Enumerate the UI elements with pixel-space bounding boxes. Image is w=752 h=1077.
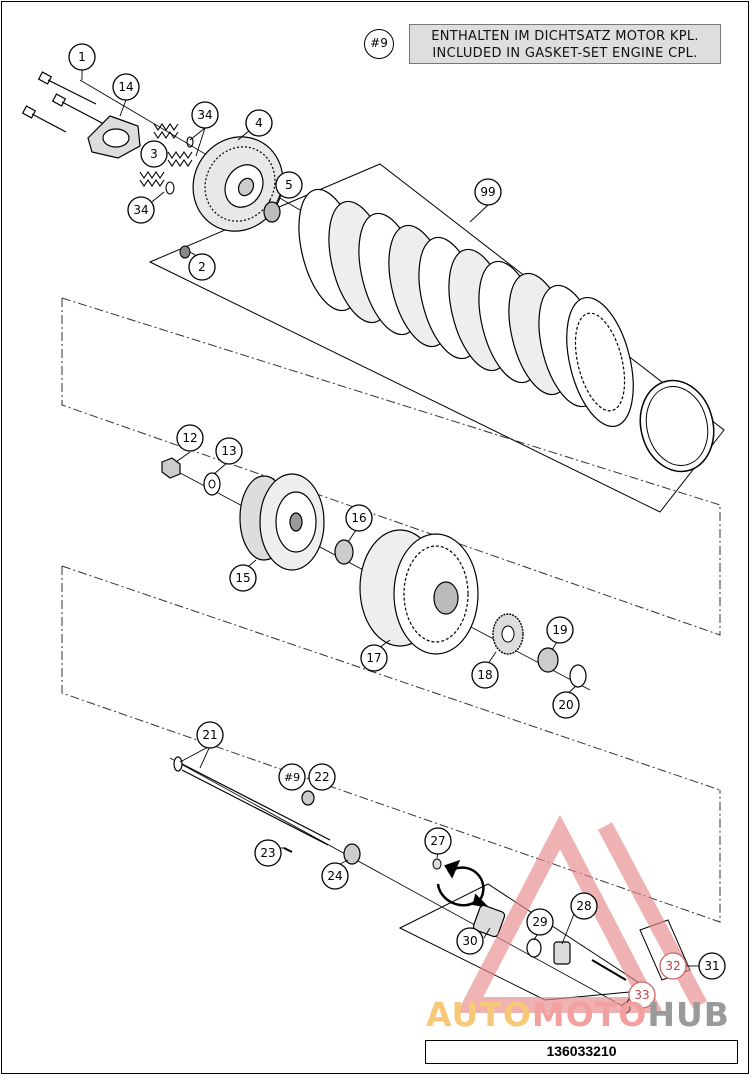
nut-12 — [161, 457, 181, 479]
callout-18: 18 — [477, 668, 492, 682]
callout-23: 23 — [260, 846, 275, 860]
bearing-5 — [263, 201, 281, 223]
callout-28: 28 — [576, 899, 591, 913]
callout-34-top: 34 — [197, 108, 212, 122]
clutch-springs — [139, 123, 193, 187]
bolt-group — [21, 71, 105, 133]
pushrod-21 — [173, 756, 331, 846]
callout-21: 21 — [202, 728, 217, 742]
callout-4: 4 — [255, 116, 263, 130]
callout-99: 99 — [480, 185, 495, 199]
circlip-34-top — [186, 136, 194, 148]
watermark-text: AUTOMOTOHUB — [426, 995, 730, 1034]
seal-22 — [301, 790, 315, 806]
callout-16: 16 — [351, 511, 366, 525]
bearing-19 — [537, 647, 559, 673]
watermark-auto: AUTO — [426, 995, 532, 1034]
callout-19: 19 — [552, 623, 567, 637]
pin-23 — [283, 847, 293, 853]
callout-32: 32 — [665, 959, 680, 973]
pin-2 — [179, 245, 191, 259]
needle-bearing-16 — [334, 539, 354, 565]
callout-30: 30 — [462, 934, 477, 948]
gasket-note-tag: #9 — [364, 29, 394, 59]
callout-17: 17 — [366, 651, 381, 665]
callout-22: 22 — [314, 770, 329, 784]
clutch-ring — [639, 379, 715, 473]
callout-24: 24 — [327, 869, 342, 883]
washer-20 — [569, 664, 587, 688]
clutch-inner-hub — [239, 473, 325, 571]
callout-14: 14 — [118, 80, 133, 94]
clutch-ring-inner — [645, 386, 709, 466]
gasket-note: ENTHALTEN IM DICHTSATZ MOTOR KPL. INCLUD… — [409, 24, 721, 64]
callout-2: 2 — [198, 260, 206, 274]
watermark-logo — [456, 814, 708, 1013]
callout-31: 31 — [704, 959, 719, 973]
watermark-hub: HUB — [647, 995, 730, 1034]
pin-27 — [432, 858, 442, 870]
clutch-plate-stack — [298, 188, 634, 428]
callout-20: 20 — [558, 698, 573, 712]
callout-15: 15 — [235, 571, 250, 585]
callout-5: 5 — [285, 178, 293, 192]
circlip-34 — [165, 181, 175, 195]
release-parts — [472, 904, 631, 1014]
callout-3: 3 — [150, 147, 158, 161]
callout-12: 12 — [182, 431, 197, 445]
callout-circles — [68, 43, 726, 1009]
assembly-outline-upper — [61, 297, 721, 636]
gasket-note-line-de: ENTHALTEN IM DICHTSATZ MOTOR KPL. — [431, 29, 699, 44]
clutch-plates-frame — [148, 163, 725, 513]
pressure-plate — [192, 136, 284, 232]
callout-29: 29 — [532, 915, 547, 929]
pressure-cap — [87, 115, 141, 159]
gasket-note-line-en: INCLUDED IN GASKET-SET ENGINE CPL. — [432, 46, 698, 61]
gear-18-hub — [501, 625, 515, 643]
watermark-moto: MOTO — [531, 995, 648, 1034]
callout-9-gasket: #9 — [284, 771, 300, 784]
bushing-24 — [343, 843, 361, 865]
callout-33: 33 — [634, 988, 649, 1002]
callout-34-bottom: 34 — [133, 203, 148, 217]
callout-1: 1 — [78, 50, 86, 64]
clutch-outer-basket — [359, 529, 479, 655]
drawing-number: 136033210 — [425, 1040, 738, 1064]
washer-13-hole — [208, 479, 216, 489]
callout-13: 13 — [221, 444, 236, 458]
rotation-arrow-icon — [436, 859, 490, 908]
callout-27: 27 — [430, 834, 445, 848]
assembly-outline-lower — [61, 565, 721, 923]
